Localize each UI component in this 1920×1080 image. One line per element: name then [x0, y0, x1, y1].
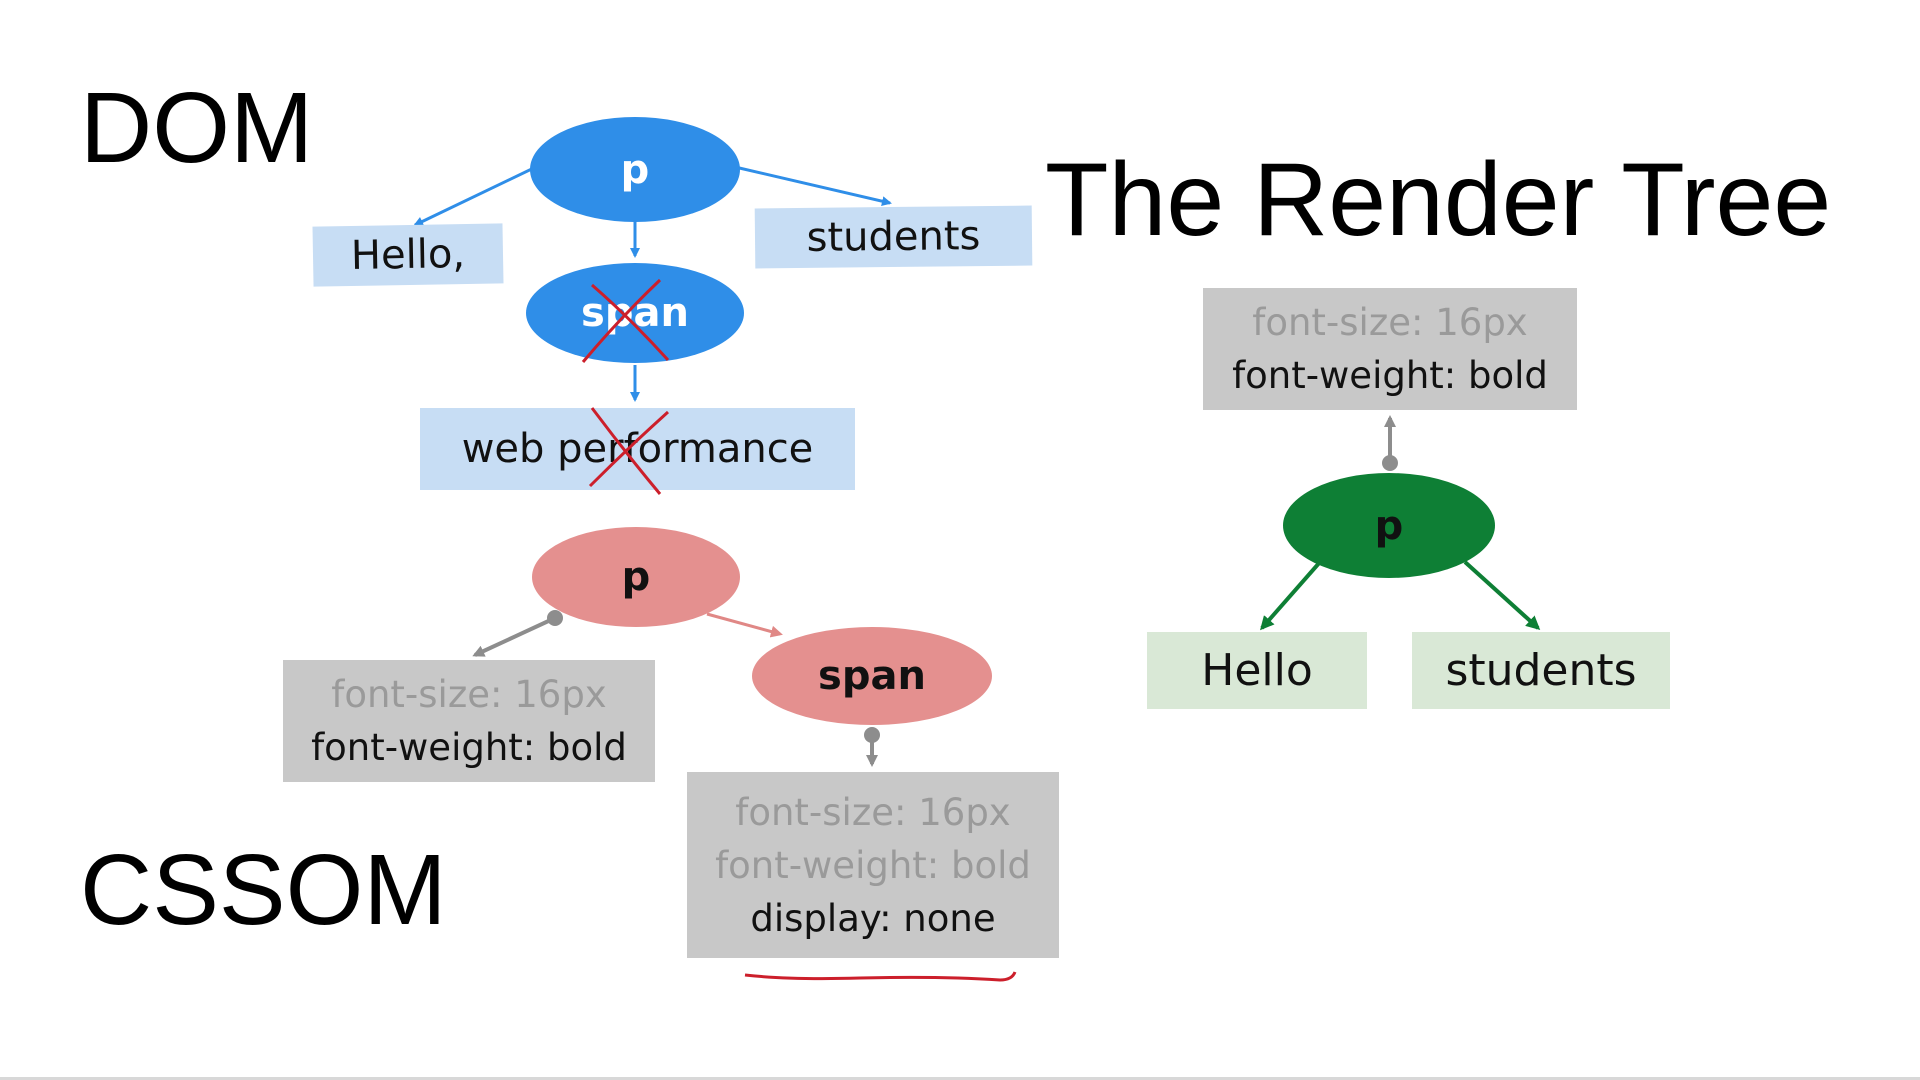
cssom-node-p: p — [532, 527, 740, 627]
cssom-p-style-box: font-size: 16px font-weight: bold — [283, 660, 655, 782]
cssom-p-style-own: font-weight: bold — [311, 726, 627, 769]
render-node-p-label: p — [1374, 502, 1404, 549]
cssom-span-style-box: font-size: 16px font-weight: bold displa… — [687, 772, 1059, 958]
render-leaf-hello: Hello — [1147, 632, 1367, 709]
dom-node-p-label: p — [620, 146, 650, 193]
render-edge-p-styles — [1382, 415, 1398, 471]
cssom-node-span-label: span — [818, 653, 926, 699]
render-leaf-students: students — [1412, 632, 1670, 709]
render-p-style-inherited: font-size: 16px — [1252, 301, 1528, 344]
dom-edge-p-hello — [413, 163, 541, 227]
cssom-edge-span-styles — [864, 727, 880, 767]
render-edge-p-students — [1463, 560, 1541, 631]
render-edge-p-hello — [1260, 560, 1322, 631]
render-tree-heading: The Render Tree — [1045, 142, 1832, 258]
cssom-edge-p-styles — [472, 610, 563, 657]
cssom-span-style-own: display: none — [750, 896, 996, 940]
cssom-heading: CSSOM — [80, 834, 447, 946]
underline-display-none-mark — [744, 971, 1017, 982]
dom-node-span-label: span — [581, 290, 689, 336]
cssom-node-p-label: p — [621, 554, 651, 600]
dom-node-p: p — [530, 117, 740, 222]
dom-node-span: span — [526, 263, 744, 363]
dom-edge-p-students — [734, 165, 892, 207]
render-p-style-box: font-size: 16px font-weight: bold — [1203, 288, 1577, 410]
render-p-style-own: font-weight: bold — [1232, 354, 1548, 397]
cssom-p-style-inherited: font-size: 16px — [331, 673, 607, 716]
cssom-node-span: span — [752, 627, 992, 725]
render-leaf-students-label: students — [1445, 645, 1637, 696]
slide-bottom-edge — [0, 1077, 1920, 1080]
strike-through-span-mark — [581, 278, 670, 363]
cssom-span-style-inherited-1: font-size: 16px — [735, 790, 1011, 834]
dom-heading: DOM — [80, 72, 314, 184]
cssom-span-style-inherited-2: font-weight: bold — [715, 843, 1031, 887]
cssom-edge-p-span — [706, 612, 783, 638]
render-leaf-hello-label: Hello — [1201, 645, 1313, 696]
strike-through-web-performance-mark — [588, 407, 670, 495]
render-node-p: p — [1283, 473, 1495, 578]
